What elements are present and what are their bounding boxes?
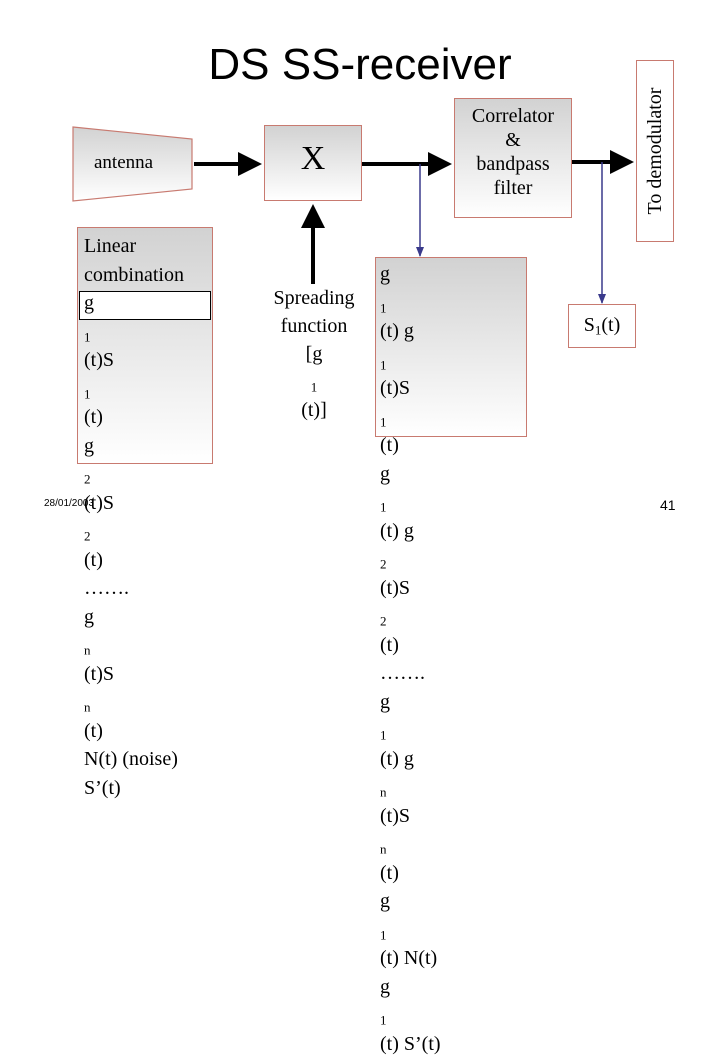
page-number: 41: [660, 497, 676, 513]
footer-date: 28/01/2003: [44, 498, 94, 509]
connection-wires: [0, 0, 720, 540]
input-signal-line: S’(t): [84, 774, 184, 803]
input-signal-line: …….: [84, 574, 184, 603]
product-line: …….: [380, 659, 441, 688]
input-signal-line: N(t) (noise): [84, 745, 184, 774]
